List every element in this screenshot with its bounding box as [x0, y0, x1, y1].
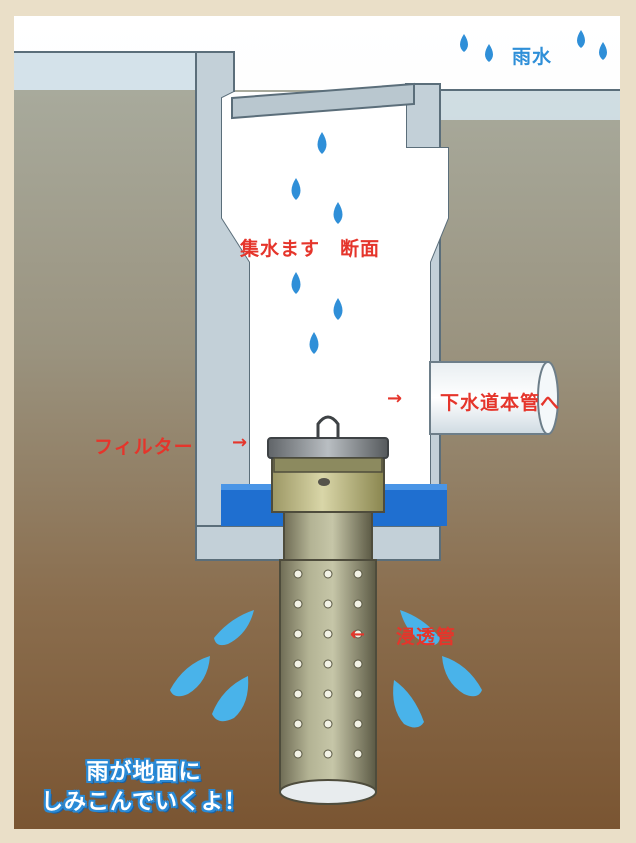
perforation-hole — [293, 569, 303, 579]
rain-drop — [460, 34, 468, 52]
perforation-hole — [353, 599, 363, 609]
rain-drop — [577, 30, 585, 48]
sewer-pipe — [429, 361, 549, 435]
seepage-drop — [400, 610, 440, 646]
perforation-hole — [353, 629, 363, 639]
rain-label: 雨水 — [512, 46, 553, 68]
filter-band — [273, 457, 383, 473]
perforation-hole — [353, 569, 363, 579]
filter-handle — [316, 415, 340, 438]
rain-drops — [291, 30, 607, 354]
rain-drop — [317, 132, 327, 154]
perforation-hole — [293, 629, 303, 639]
perforation-hole — [293, 659, 303, 669]
caption: 雨が地面に しみこんでいくよ！ — [20, 758, 268, 818]
perforation-hole — [353, 689, 363, 699]
perforation-hole — [293, 749, 303, 759]
filter-neck — [283, 509, 373, 561]
caption-line-1: 雨が地面に — [86, 760, 202, 785]
rain-drop — [333, 298, 343, 320]
perforation-hole — [323, 599, 333, 609]
perforation-hole — [323, 569, 333, 579]
perforation-hole — [353, 719, 363, 729]
seepage-drops — [170, 610, 482, 728]
pavement-right — [440, 90, 620, 120]
to-sewer-label: 下水道本管へ — [440, 392, 561, 414]
filter-cap — [267, 437, 389, 459]
sewer-arrow: → — [387, 388, 403, 409]
rain-drop — [333, 202, 343, 224]
perforation-hole — [323, 689, 333, 699]
seepage-drop — [393, 680, 424, 728]
basin-grate — [231, 82, 415, 120]
basin-section-label: 集水ます 断面 — [240, 238, 381, 260]
perforation-hole — [323, 719, 333, 729]
seepage-drop — [170, 656, 210, 697]
filter-arrow: → — [232, 432, 248, 453]
pipe-perforations — [293, 569, 363, 759]
filter-label: フィルター — [94, 436, 194, 458]
rain-drop — [485, 44, 493, 62]
pavement-left — [14, 52, 196, 90]
infiltration-pipe-end — [279, 779, 377, 805]
perforation-hole — [293, 719, 303, 729]
rain-drop — [291, 272, 301, 294]
seepage-drop — [442, 656, 482, 697]
rain-drop — [309, 332, 319, 354]
rain-drop — [291, 178, 301, 200]
caption-line-2: しみこんでいくよ！ — [41, 790, 247, 815]
seepage-drop — [212, 676, 249, 722]
filter-bolt — [318, 478, 330, 486]
rain-drop — [599, 42, 607, 60]
perforation-hole — [323, 659, 333, 669]
pipe-arrow: ← — [350, 624, 366, 645]
perforation-hole — [293, 599, 303, 609]
perforation-hole — [323, 749, 333, 759]
perforation-hole — [353, 659, 363, 669]
perforation-hole — [293, 689, 303, 699]
seepage-drop — [214, 610, 254, 646]
perforation-hole — [323, 629, 333, 639]
sewer-pipe-opening — [537, 361, 559, 435]
perforation-hole — [353, 749, 363, 759]
infiltration-pipe-label: 浸透管 — [396, 626, 457, 648]
